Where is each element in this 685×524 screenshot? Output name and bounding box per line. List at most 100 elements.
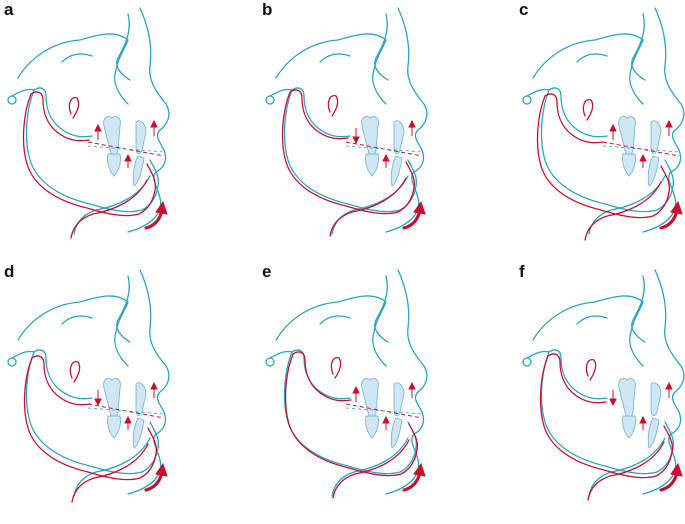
nasal-outline (631, 275, 646, 343)
ramus-outline-pre (291, 349, 351, 400)
porion-line (269, 350, 293, 359)
mandible-outline-pre (25, 351, 160, 475)
upper-molar (361, 377, 379, 420)
panel-d: d (0, 262, 228, 524)
mandible-outline-post (281, 91, 416, 215)
lower-molar (365, 153, 379, 177)
porion-line (11, 88, 35, 97)
tooth-movement-arrows (94, 119, 158, 168)
chin-outline-pre (588, 437, 666, 497)
teeth-group (103, 377, 147, 449)
cranial-base-outline (17, 295, 129, 367)
soft-tissue-profile (127, 7, 170, 233)
orbit-outline (61, 53, 93, 63)
nasal-outline (116, 275, 131, 343)
condyle-loop-post (330, 357, 342, 379)
soft-tissue-profile (642, 269, 685, 495)
panel-e: e (258, 262, 486, 524)
ramus-outline-post (289, 89, 349, 140)
occlusal-plane-line-pre (602, 145, 680, 153)
ramus-outline-post (30, 91, 90, 142)
ear-rod-marker (522, 357, 532, 367)
chin-outline-post (332, 439, 410, 499)
ramus-outline-pre (548, 87, 608, 138)
chin-outline-pre (331, 437, 409, 497)
rotation-arrow-head (155, 200, 168, 215)
arrow-head (609, 398, 617, 407)
arrow-head (150, 381, 158, 390)
tooth-movement-arrows (94, 381, 158, 430)
panel-b: b (258, 0, 486, 262)
upper-incisor (135, 382, 147, 417)
cephalometric-tracing (522, 7, 685, 241)
pre-treatment-tracing (7, 7, 170, 235)
arrow-head (94, 123, 102, 132)
upper-incisor (650, 382, 662, 417)
chin-outline-pre (73, 437, 151, 497)
panel-c: c (515, 0, 685, 262)
orbit-outline (319, 315, 351, 325)
upper-incisor (135, 120, 147, 155)
upper-molar (618, 377, 636, 420)
rotation-arrow-head (670, 462, 683, 477)
post-treatment-tracing (284, 351, 419, 499)
lower-incisor (390, 417, 403, 449)
post-treatment-tracing (539, 353, 674, 501)
teeth-group (361, 377, 405, 449)
teeth-group (361, 115, 405, 187)
ramus-outline-post (292, 351, 352, 402)
panel-label: e (262, 262, 272, 281)
lower-incisor (132, 155, 145, 187)
rotation-arrow-head (413, 200, 426, 215)
ear-rod-marker (265, 357, 275, 367)
rotation-arrow-head (413, 462, 426, 477)
arrow-head (124, 153, 132, 162)
cranial-base-outline (532, 295, 644, 367)
cranial-base-outline (532, 33, 644, 105)
panel-label: c (519, 0, 529, 19)
ramus-outline-post (547, 353, 607, 404)
pre-treatment-tracing (265, 269, 428, 497)
lower-molar (622, 415, 636, 439)
post-treatment-tracing (281, 89, 416, 237)
panel-label: b (262, 0, 273, 19)
post-treatment-tracing (536, 93, 671, 241)
nasal-outline (116, 13, 131, 81)
mandible-outline-pre (540, 351, 675, 475)
nasal-outline (374, 13, 389, 81)
ear-rod-marker (7, 357, 17, 367)
porion-line (526, 88, 550, 97)
lower-molar (365, 415, 379, 439)
panel-label: d (4, 262, 15, 281)
teeth-group (103, 115, 147, 187)
panel-label: a (4, 0, 14, 19)
arrow-head (609, 123, 617, 132)
condyle-loop-post (585, 359, 597, 381)
lower-incisor (647, 155, 660, 187)
chin-outline-post (70, 179, 148, 239)
ramus-outline-post (544, 93, 604, 144)
mandible-outline-pre (25, 89, 160, 213)
orbit-outline (61, 315, 93, 325)
mandible-outline-post (23, 357, 158, 481)
ear-rod-marker (7, 95, 17, 105)
pre-treatment-tracing (522, 269, 685, 497)
lower-molar (107, 415, 121, 439)
rotation-arrow-head (670, 200, 683, 215)
cephalometric-tracing (7, 7, 170, 239)
upper-molar (361, 115, 379, 158)
orbit-outline (576, 53, 608, 63)
arrow-head (382, 415, 390, 424)
porion-line (11, 350, 35, 359)
upper-molar (618, 115, 636, 158)
pre-treatment-tracing (7, 269, 170, 497)
soft-tissue-profile (127, 269, 170, 495)
arrow-head (665, 119, 673, 128)
orbit-outline (576, 315, 608, 325)
lower-molar (107, 153, 121, 177)
cephalometric-tracing (7, 269, 170, 503)
lower-molar (622, 153, 636, 177)
cephalometric-tracing (265, 7, 428, 237)
nasal-outline (631, 13, 646, 81)
chin-outline-post (71, 443, 149, 503)
